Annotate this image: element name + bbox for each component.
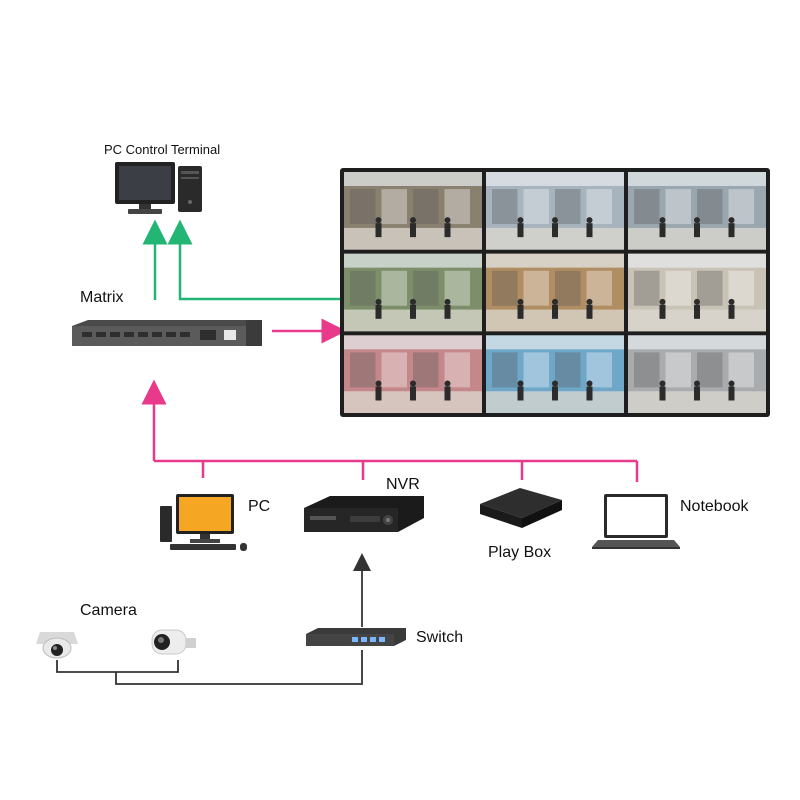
video-tile-mall-entrance — [628, 335, 766, 413]
nvr-recorder-icon — [304, 496, 424, 532]
media-box-icon — [480, 488, 562, 528]
video-tile-mall-escalator — [628, 172, 766, 250]
black-link-cameras-to-switch — [115, 650, 363, 685]
dome-camera-icon — [36, 632, 78, 659]
play-box-label: Play Box — [488, 544, 552, 561]
black-links — [56, 553, 371, 685]
network-switch-icon — [306, 628, 406, 646]
desktop-pc-icon — [160, 494, 247, 551]
pc-label: PC — [248, 498, 271, 515]
pc-control-terminal-label: PC Control Terminal — [104, 142, 221, 157]
rack-matrix-icon — [72, 320, 262, 346]
black-link-camera1 — [56, 660, 179, 673]
video-tile-grocery-shelves — [344, 253, 482, 332]
green-links — [142, 219, 340, 301]
video-tile-food-court — [486, 253, 624, 332]
pink-links — [141, 318, 639, 482]
laptop-icon — [592, 494, 680, 549]
video-tile-jewelry-counter — [628, 253, 766, 332]
video-tile-cosmetics-aisle — [344, 335, 482, 413]
video-wall — [340, 168, 770, 417]
video-tile-supermarket-cashiers — [486, 172, 624, 250]
video-tile-kids-play-area — [486, 335, 624, 413]
green-link-wall-to-terminal — [167, 219, 340, 301]
matrix-label: Matrix — [80, 289, 124, 306]
bullet-camera-icon — [151, 629, 196, 655]
camera-label: Camera — [80, 602, 137, 619]
notebook-label: Notebook — [680, 498, 749, 515]
video-tile-supermarket-checkout — [344, 172, 482, 250]
switch-label: Switch — [416, 629, 464, 646]
nvr-label: NVR — [386, 476, 420, 493]
desktop-computer-icon — [115, 162, 202, 214]
